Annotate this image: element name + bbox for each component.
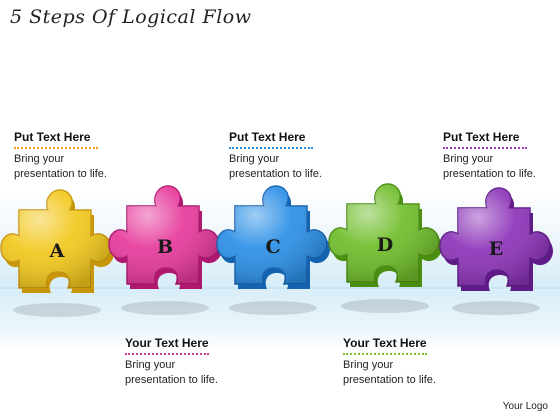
puzzle-piece-d: D	[328, 183, 442, 313]
piece-letter: E	[489, 238, 503, 260]
callout-line2: presentation to life.	[229, 168, 322, 180]
callout-line1: Bring your	[343, 359, 394, 371]
callout-d: Your Text Here Bring your presentation t…	[343, 336, 463, 388]
callout-line2: presentation to life.	[343, 374, 436, 386]
callout-rule	[14, 147, 98, 149]
callout-rule	[343, 353, 427, 355]
callout-heading: Put Text Here	[229, 130, 306, 144]
piece-letter: B	[157, 236, 173, 258]
piece-shadow	[121, 301, 209, 315]
piece-shadow	[452, 301, 540, 315]
callout-line2: presentation to life.	[14, 168, 107, 180]
callout-line2: presentation to life.	[443, 168, 536, 180]
callout-line1: Bring your	[443, 153, 494, 165]
callout-c: Put Text Here Bring your presentation to…	[229, 130, 349, 182]
callout-heading: Your Text Here	[125, 336, 209, 350]
piece-letter: A	[49, 240, 65, 262]
piece-shadow	[229, 301, 317, 315]
callout-line2: presentation to life.	[125, 374, 218, 386]
callout-rule	[125, 353, 209, 355]
callout-heading: Put Text Here	[443, 130, 520, 144]
puzzle-piece-a: A	[0, 189, 114, 317]
logo-text: Your Logo	[502, 401, 548, 412]
page-title: 5 Steps Of Logical Flow	[10, 6, 252, 28]
puzzle-piece-c: C	[216, 185, 330, 315]
puzzle-piece-e: E	[439, 187, 553, 315]
callout-heading: Your Text Here	[343, 336, 427, 350]
piece-shadow	[341, 299, 429, 313]
callout-rule	[229, 147, 313, 149]
piece-letter: D	[377, 234, 393, 256]
callout-heading: Put Text Here	[14, 130, 91, 144]
callout-e: Put Text Here Bring your presentation to…	[443, 130, 560, 182]
floor-line	[0, 287, 560, 289]
callout-b: Your Text Here Bring your presentation t…	[125, 336, 245, 388]
piece-letter: C	[265, 236, 280, 258]
puzzle-piece-b: B	[108, 185, 222, 315]
callout-rule	[443, 147, 527, 149]
callout-a: Put Text Here Bring your presentation to…	[14, 130, 134, 182]
callout-line1: Bring your	[125, 359, 176, 371]
piece-shadow	[13, 303, 101, 317]
callout-line1: Bring your	[229, 153, 280, 165]
callout-line1: Bring your	[14, 153, 65, 165]
